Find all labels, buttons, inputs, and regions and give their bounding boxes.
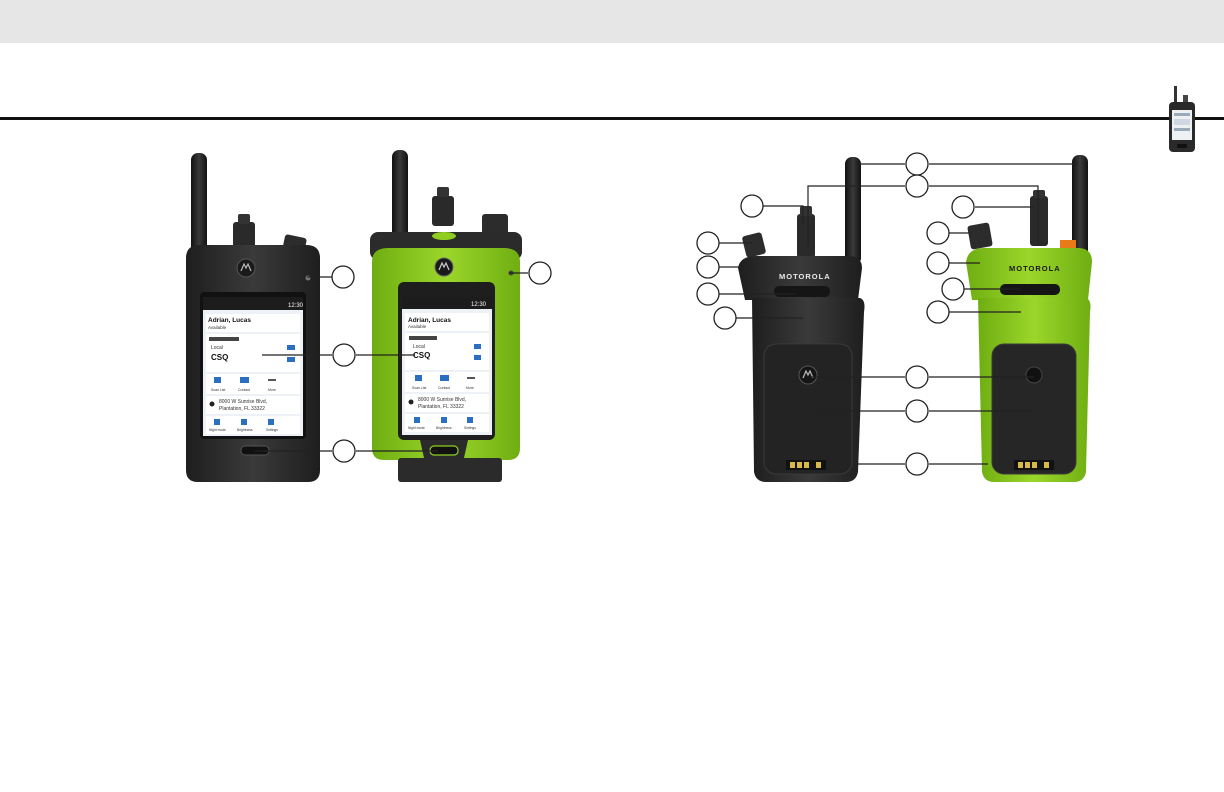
callout-logo-button bbox=[905, 365, 929, 389]
front-green-quick-2: Contact bbox=[438, 386, 450, 390]
callout-lines bbox=[255, 163, 1078, 465]
callout-top-knob-black bbox=[740, 194, 764, 218]
front-green-contact-name: Adrian, Lucas bbox=[408, 317, 451, 324]
back-black-brand: MOTOROLA bbox=[779, 272, 831, 281]
front-black-bottom-3: Settings bbox=[266, 428, 278, 432]
callout-front-bottom-button bbox=[332, 439, 356, 463]
front-green-contact-status: Available bbox=[408, 324, 427, 329]
callout-battery bbox=[905, 399, 929, 423]
back-radio-green: MOTOROLA APX N50 FR bbox=[966, 155, 1092, 482]
back-green-brand: MOTOROLA bbox=[1009, 264, 1061, 273]
callout-battery-contacts bbox=[905, 452, 929, 476]
front-black-channel: CSQ bbox=[211, 353, 228, 362]
front-green-bottom-1: Night mode bbox=[408, 426, 425, 430]
radio-thumbnail-icon bbox=[1169, 86, 1195, 152]
callout-lower-speaker-black bbox=[713, 306, 737, 330]
header-bar bbox=[0, 0, 1224, 43]
front-green-quick-1: Scan List bbox=[412, 386, 426, 390]
front-black-quick-2: Contact bbox=[238, 388, 250, 392]
section-rule bbox=[0, 117, 1224, 120]
back-radio-black: MOTOROLA APX N50P bbox=[738, 157, 865, 482]
front-green-channel: CSQ bbox=[413, 351, 430, 360]
callout-lower-speaker-green bbox=[926, 300, 950, 324]
front-green-address-1: 8000 W Sunrise Blvd, bbox=[418, 397, 466, 403]
front-black-zone-label: Local bbox=[211, 345, 223, 351]
callout-circles bbox=[331, 152, 975, 476]
front-black-contact-name: Adrian, Lucas bbox=[208, 317, 251, 324]
front-black-quick-1: Scan List bbox=[211, 388, 225, 392]
callout-antenna bbox=[905, 152, 929, 176]
callout-channel-knob bbox=[905, 174, 929, 198]
front-green-time: 12:30 bbox=[471, 302, 487, 308]
callout-top-button-green bbox=[926, 251, 950, 275]
callout-upper-speaker-green bbox=[941, 277, 965, 301]
front-black-time: 12:30 bbox=[288, 303, 304, 309]
callout-upper-speaker-black bbox=[696, 282, 720, 306]
front-black-address-1: 8000 W Sunrise Blvd, bbox=[219, 399, 267, 405]
front-black-bottom-1: Night mode bbox=[209, 428, 226, 432]
front-radio-black: 12:30 Adrian, Lucas Available Local CSQ … bbox=[186, 153, 320, 482]
front-green-address-2: Plantation, FL 33322 bbox=[418, 404, 464, 410]
front-green-bottom-2: Brightness bbox=[436, 426, 452, 430]
callout-front-green-led bbox=[528, 261, 552, 285]
front-black-bottom-2: Brightness bbox=[237, 428, 253, 432]
front-green-quick-3: More bbox=[466, 386, 474, 390]
front-black-contact-status: Available bbox=[208, 325, 227, 330]
front-black-address-2: Plantation, FL 33322 bbox=[219, 406, 265, 412]
callout-top-knob-green bbox=[951, 195, 975, 219]
front-green-bottom-3: Settings bbox=[464, 426, 476, 430]
callout-side-knob-black bbox=[696, 231, 720, 255]
callout-front-touchscreen bbox=[332, 343, 356, 367]
front-radio-green: 12:30 Adrian, Lucas Available Local CSQ … bbox=[370, 150, 522, 482]
callout-front-side-button bbox=[331, 265, 355, 289]
callout-side-knob-green bbox=[926, 221, 950, 245]
front-black-quick-3: More bbox=[268, 388, 276, 392]
front-green-zone-label: Local bbox=[413, 344, 425, 350]
callout-top-button-black bbox=[696, 255, 720, 279]
